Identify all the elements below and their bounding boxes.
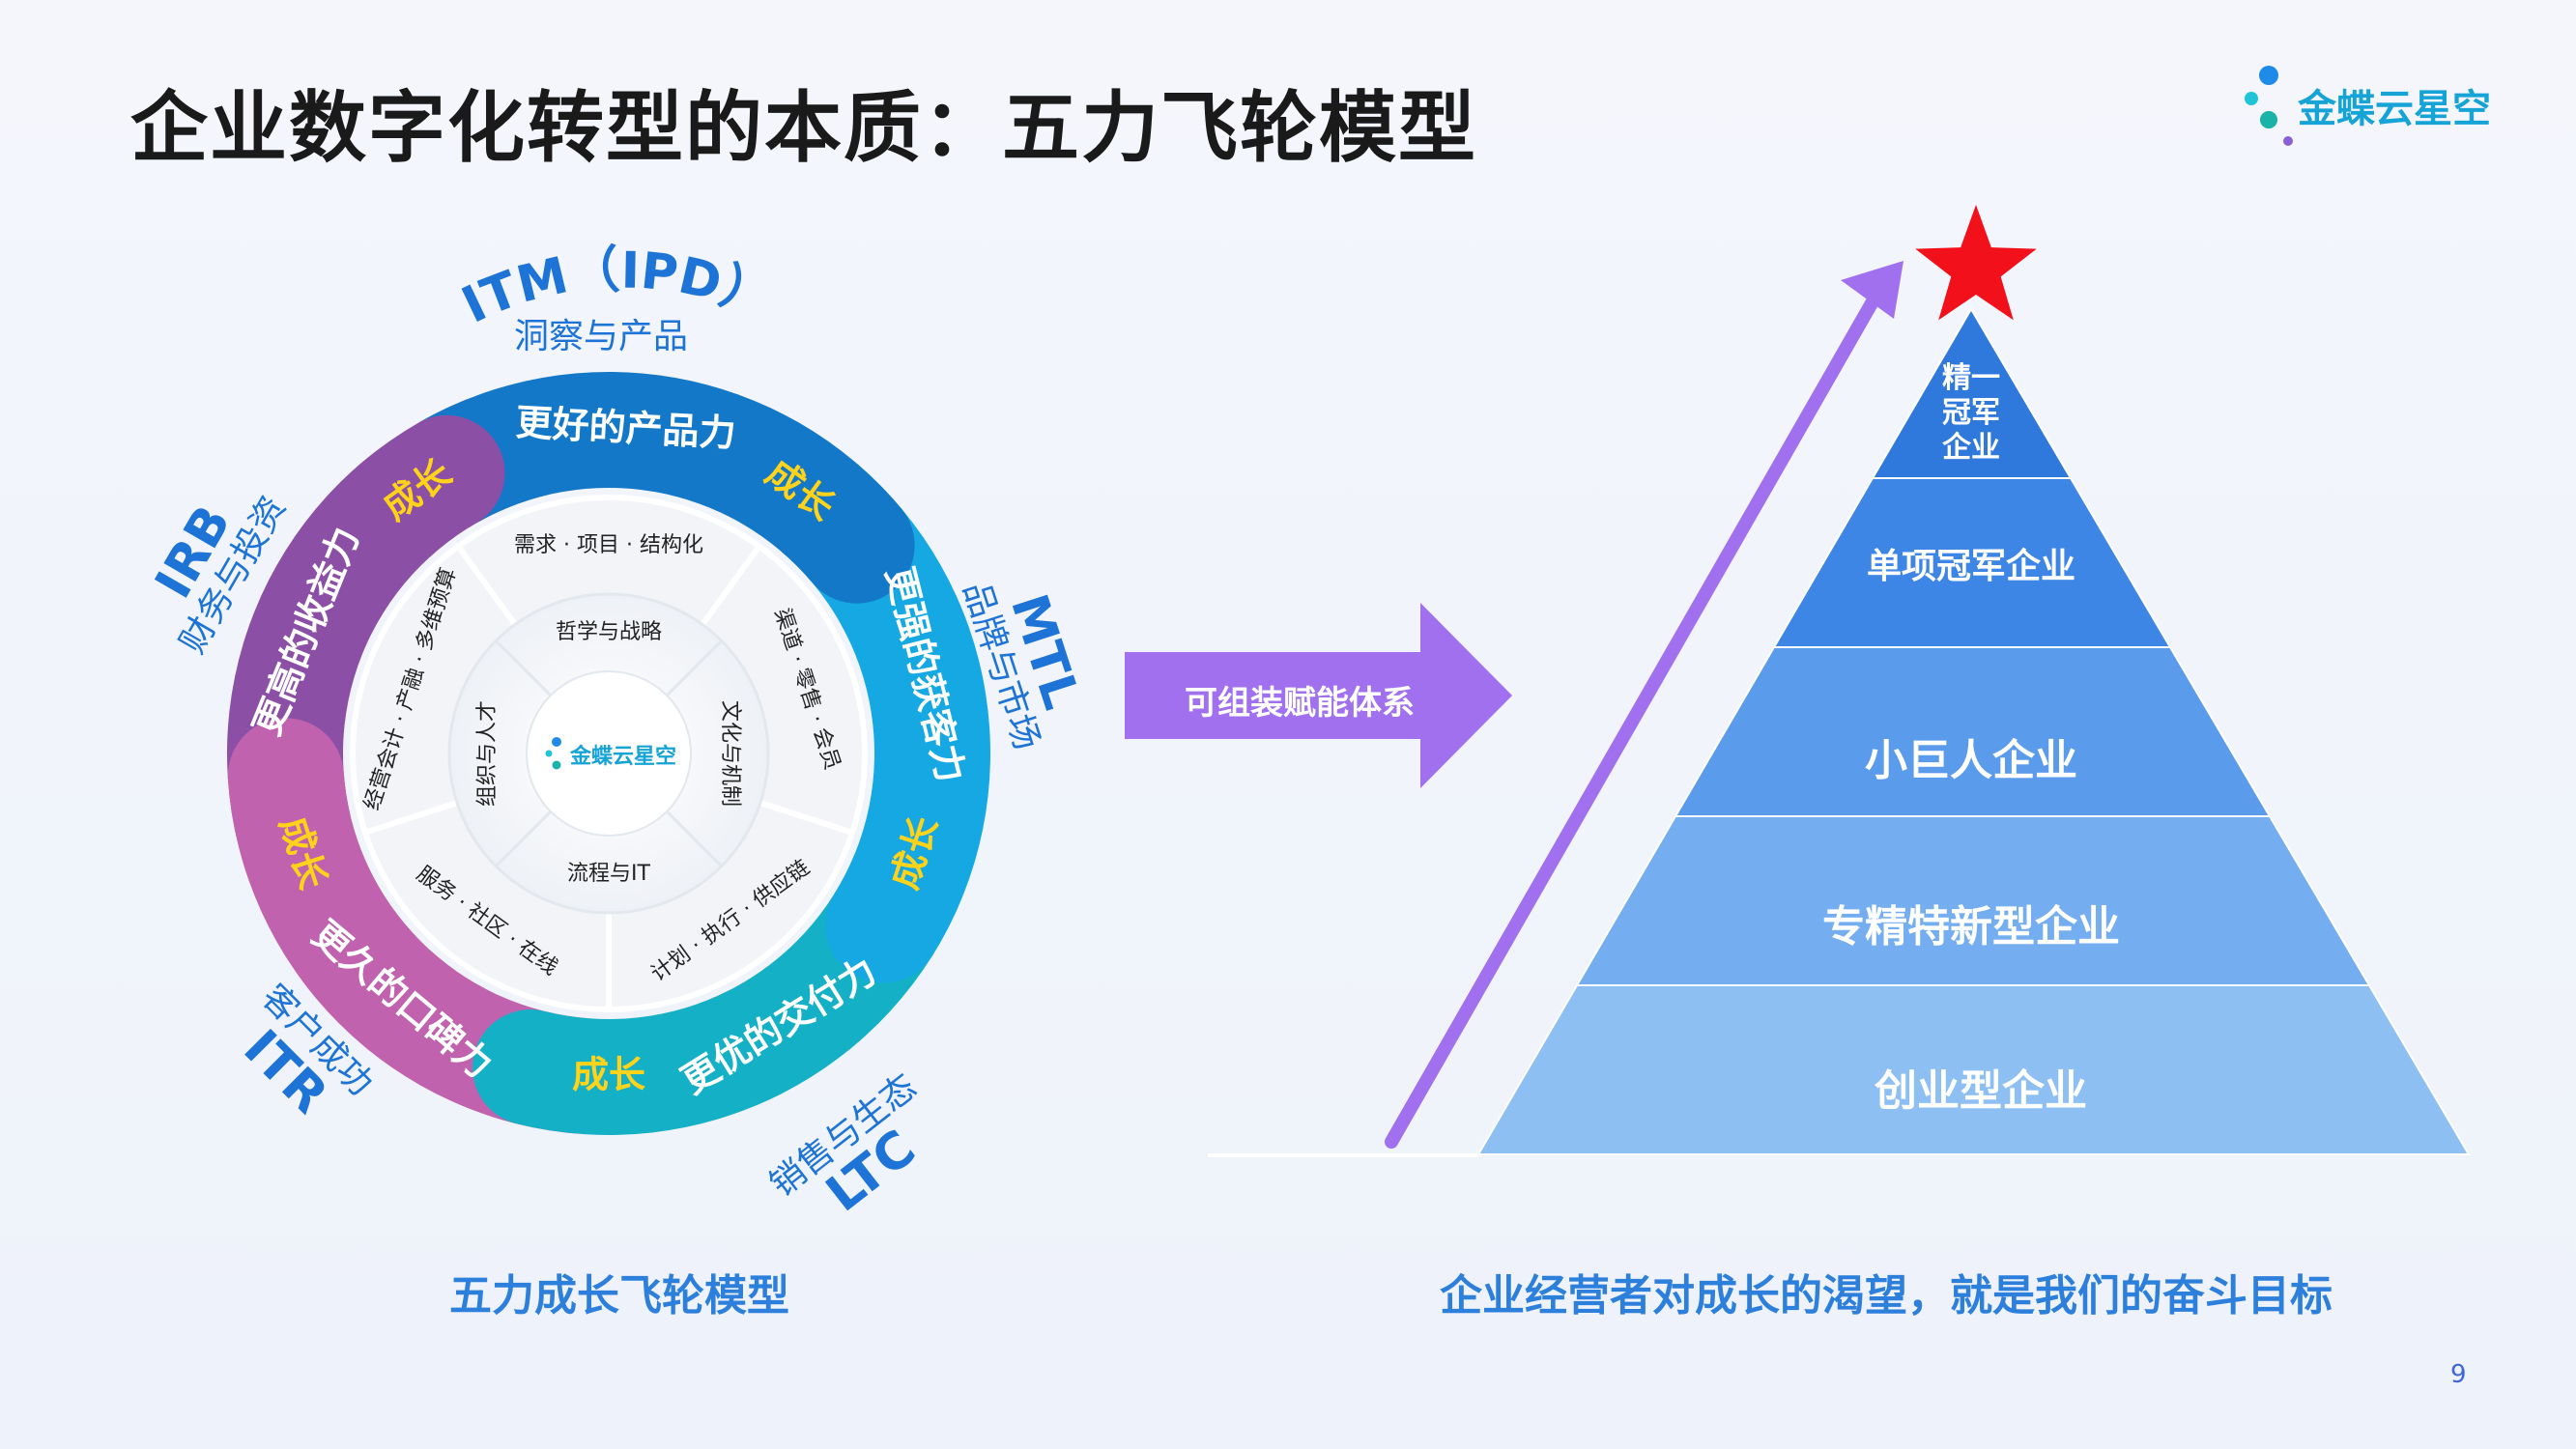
pyramid-level-2: 单项冠军企业 bbox=[1866, 547, 2076, 586]
core-divider-1 bbox=[666, 639, 723, 696]
core-ring-label-4: 组织与人才 bbox=[475, 700, 500, 807]
pyramid-level-4: 专精特新型企业 bbox=[1822, 902, 2120, 952]
star-icon bbox=[1915, 205, 2037, 321]
pyramid-layer-5 bbox=[1476, 984, 2471, 1155]
caption-left: 五力成长飞轮模型 bbox=[449, 1271, 789, 1321]
arrow-label: 可组装赋能体系 bbox=[1185, 684, 1415, 723]
center-logo-text: 金蝶云星空 bbox=[569, 744, 676, 769]
center-circle bbox=[526, 670, 692, 837]
core-divider-3 bbox=[495, 810, 552, 867]
logo bbox=[2240, 66, 2298, 153]
pyramid-top-line-3: 企业 bbox=[1942, 431, 2000, 465]
core-ring-label-3: 流程与IT bbox=[567, 862, 650, 886]
core-ring-label-1: 哲学与战略 bbox=[556, 620, 662, 644]
arrow-to-pyramid bbox=[1125, 603, 1512, 788]
growth-arrow-line bbox=[1385, 283, 1886, 1149]
flywheel-segment-1 bbox=[417, 372, 915, 604]
pyramid-top-line-1: 精一 bbox=[1942, 361, 2000, 395]
core-divider-2 bbox=[666, 810, 723, 867]
inner-ring-label-1: 需求 · 项目 · 结构化 bbox=[514, 533, 703, 557]
logo-dots-icon bbox=[2245, 66, 2293, 146]
center-logo: 金蝶云星空 bbox=[545, 737, 676, 770]
inner-divider-2 bbox=[758, 800, 853, 836]
pyramid-level-5: 创业型企业 bbox=[1875, 1066, 2087, 1116]
caption-right: 企业经营者对成长的渴望，就是我们的奋斗目标 bbox=[1440, 1271, 2333, 1321]
core-divider-4 bbox=[495, 639, 552, 696]
growth-arrow-head bbox=[1841, 261, 1903, 319]
inner-divider-4 bbox=[364, 800, 459, 836]
inner-divider-5 bbox=[455, 544, 518, 627]
inner-divider-1 bbox=[700, 544, 762, 627]
page-number: 9 bbox=[2450, 1360, 2467, 1389]
core-ring-label-2: 文化与机制 bbox=[718, 700, 742, 807]
logo-text: 金蝶云星空 bbox=[2298, 87, 2491, 131]
page-title: 企业数字化转型的本质：五力飞轮模型 bbox=[130, 83, 1477, 173]
pyramid-diagram bbox=[1208, 205, 2471, 1157]
segment-tag-3: 成长 bbox=[572, 1054, 645, 1096]
pyramid-level-3: 小巨人企业 bbox=[1865, 736, 2077, 785]
pyramid-top-line-2: 冠军 bbox=[1942, 396, 2000, 430]
outer-label-itm-desc: 洞察与产品 bbox=[514, 317, 688, 356]
